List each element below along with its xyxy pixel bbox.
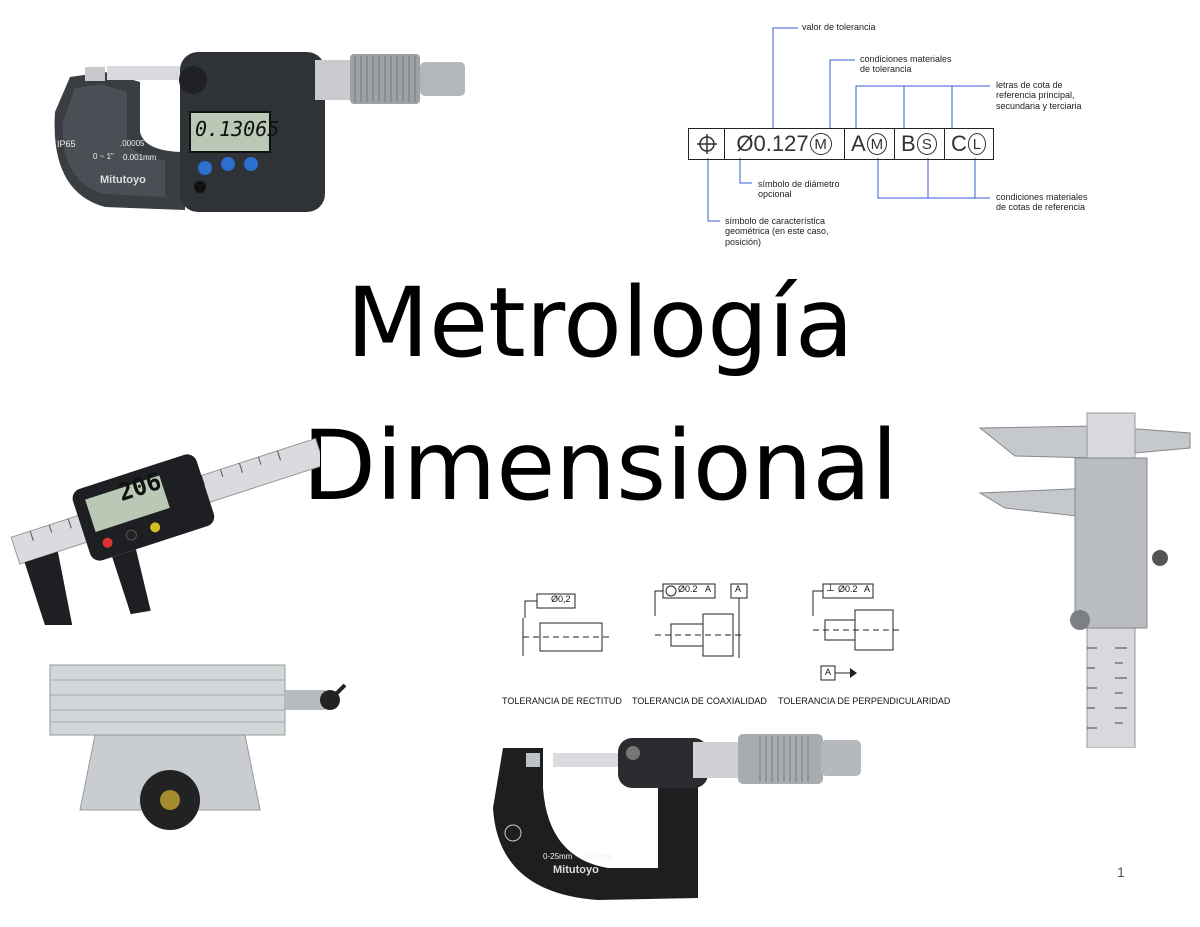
label-geometric-symbol: símbolo de característica geométrica (en… (725, 216, 829, 247)
perpendicularidad-datum-box: A (825, 667, 832, 677)
coaxialidad-frame-datum: A (705, 584, 712, 594)
coaxialidad-datum-box: A (735, 584, 742, 594)
coaxialidad-frame-value: Ø0.2 (678, 584, 698, 594)
micrometer-ip-badge: IP65 (57, 139, 76, 149)
position-symbol-cell (689, 129, 725, 159)
slide-title-line-1: Metrología (346, 267, 854, 379)
micrometer-range: 0 ~ 1" (93, 152, 114, 161)
perpendicular-icon: ⊥ (826, 583, 835, 594)
label-tolerancia-rectitud: TOLERANCIA DE RECTITUD (502, 696, 622, 706)
gdt-diagram: valor de tolerancia condiciones material… (680, 18, 1100, 258)
digital-caliper-image: 206 (0, 395, 325, 636)
micrometer-resolution-inch: .00005" (120, 139, 148, 148)
datum-b-letter: B (901, 131, 916, 156)
label-material-conditions: condiciones materiales de tolerancia (860, 54, 952, 75)
datum-a-letter: A (851, 131, 866, 156)
datum-c-modifier: L (967, 133, 986, 155)
analog-micrometer-range: 0-25mm (543, 852, 573, 861)
label-datum-letters: letras de cota de referencia principal, … (996, 80, 1082, 111)
micrometer-lcd-readout: 0.13065 (195, 117, 280, 141)
datum-a-modifier: M (866, 133, 887, 155)
tolerance-value: 0.127 (753, 131, 809, 156)
datum-c-letter: C (951, 131, 967, 156)
analog-micrometer-brand: Mitutoyo (553, 864, 599, 876)
analog-micrometer-resolution: 0.01mm (583, 852, 612, 861)
datum-b-modifier: S (916, 133, 937, 155)
vernier-caliper-image (975, 408, 1197, 749)
micrometer-resolution-mm: 0.001mm (123, 153, 157, 162)
diameter-icon: Ø (736, 131, 754, 156)
page-number: 1 (1117, 864, 1125, 880)
perpendicularidad-frame-value: Ø0.2 (838, 584, 858, 594)
label-tolerance-value: valor de tolerancia (802, 22, 876, 32)
slide-title-line-2: Dimensional (302, 410, 898, 522)
cross-slide-table-image (45, 660, 357, 840)
tolerance-modifier: M (809, 133, 832, 155)
position-icon (696, 134, 717, 154)
analog-micrometer-image: 0-25mm 0.01mm Mitutoyo (488, 728, 868, 908)
micrometer-brand-logo: Mitutoyo (100, 174, 146, 186)
label-datum-material: condiciones materiales de cotas de refer… (996, 192, 1088, 213)
digital-micrometer-image: 0.13065 IP65 .00005" 0 ~ 1" 0.001mm Mitu… (45, 42, 470, 217)
label-tolerancia-perpendicularidad: TOLERANCIA DE PERPENDICULARIDAD (778, 696, 951, 706)
rectitud-frame-value: Ø0,2 (551, 594, 571, 604)
perpendicularidad-frame-datum: A (864, 584, 871, 594)
label-diameter-symbol: símbolo de diámetro opcional (758, 179, 840, 200)
tolerance-examples: Ø0,2 Ø0.2 A A Ø0.2 A A ⊥ (495, 578, 935, 713)
label-tolerancia-coaxialidad: TOLERANCIA DE COAXIALIDAD (632, 696, 767, 706)
